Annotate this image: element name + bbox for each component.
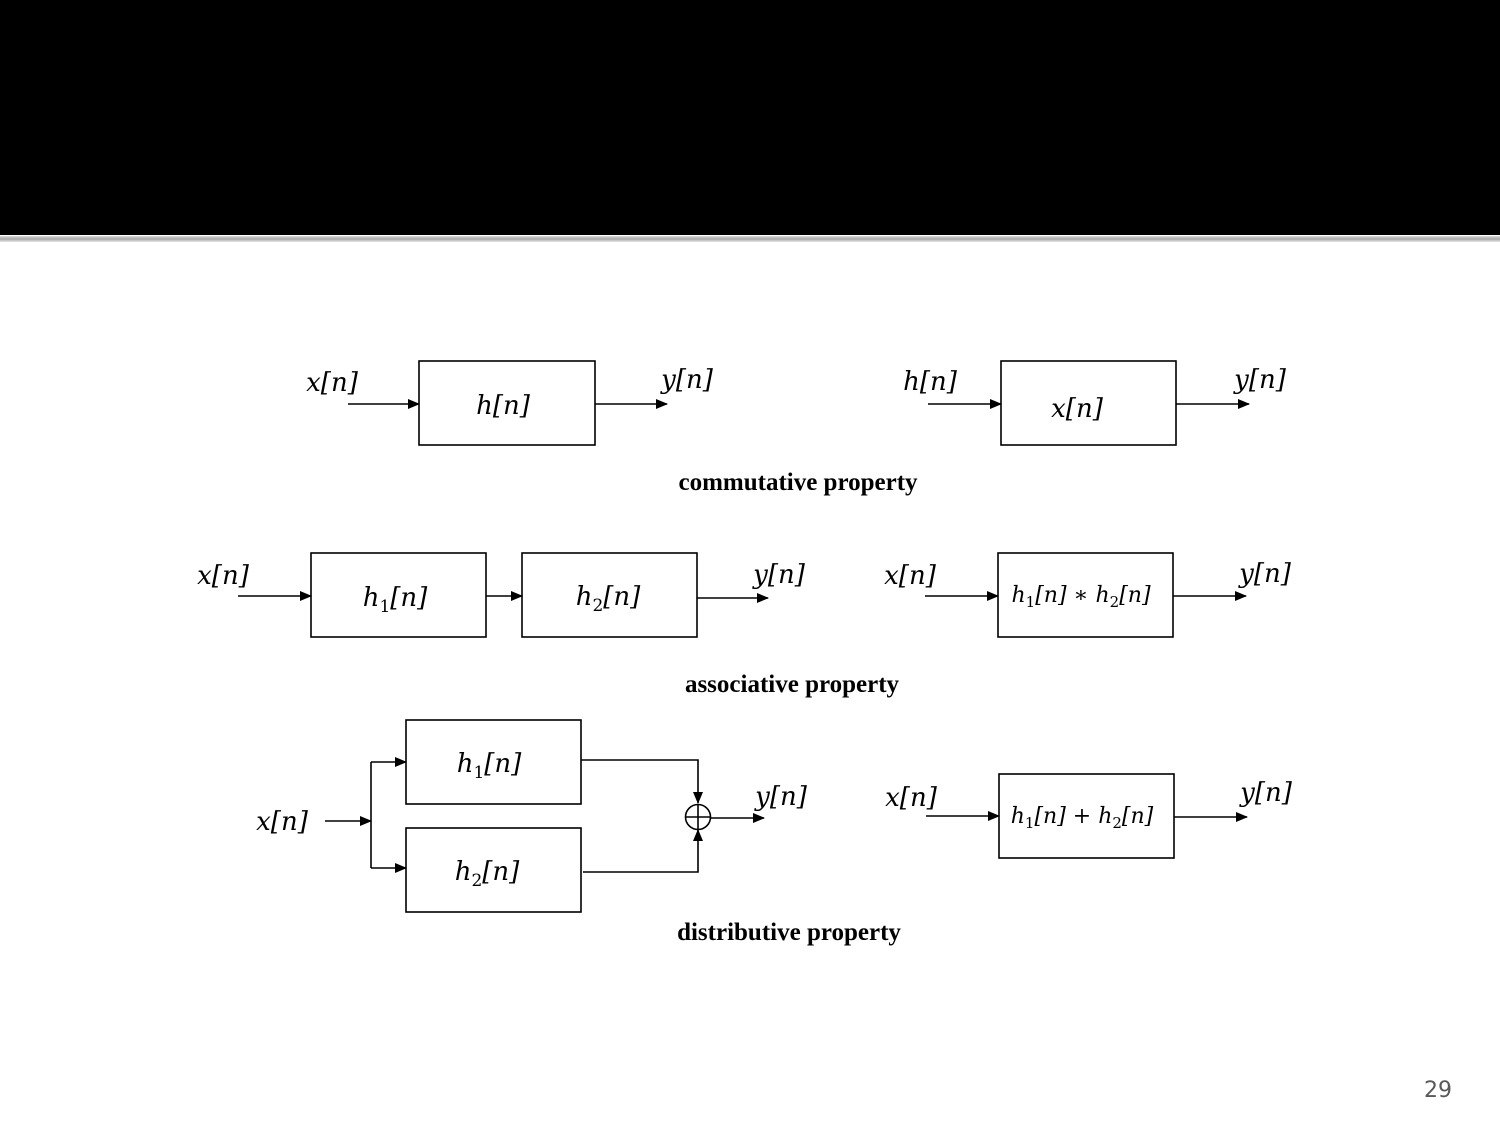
dist-right-input-label: x[n]	[885, 783, 938, 813]
dist-left-system-2-label: h2[n]	[455, 857, 520, 891]
comm-left-output-label: y[n]	[660, 365, 714, 395]
assoc-right-system-label: h1[n] ∗ h2[n]	[1011, 583, 1150, 611]
comm-right-output-label: y[n]	[1233, 365, 1287, 395]
title-divider	[0, 236, 1500, 242]
dist-right-output-label: y[n]	[1239, 778, 1293, 808]
dist-left-branch-2-to-sum	[583, 829, 703, 873]
title-bar	[0, 0, 1500, 235]
slide-number: 29	[1424, 1078, 1452, 1103]
assoc-left-input-label: x[n]	[197, 561, 250, 591]
comm-right-system-label: x[n]	[1051, 394, 1104, 424]
dist-left-output-label: y[n]	[754, 782, 808, 812]
assoc-right-output-label: y[n]	[1238, 559, 1292, 589]
dist-left-branch-1-to-sum	[581, 759, 703, 804]
comm-left-input-label: x[n]	[306, 368, 359, 398]
assoc-left-output-label: y[n]	[752, 560, 806, 590]
dist-left-input-label: x[n]	[256, 807, 309, 837]
assoc-left-system-1-label: h1[n]	[363, 583, 428, 617]
commutative-caption: commutative property	[678, 469, 918, 496]
comm-right-input-label: h[n]	[903, 367, 958, 397]
assoc-right-input-label: x[n]	[884, 561, 937, 591]
associative-caption: associative property	[685, 671, 900, 698]
dist-right-system-label: h1[n] + h2[n]	[1011, 804, 1154, 832]
dist-left-system-1-label: h1[n]	[457, 749, 522, 783]
assoc-left-system-2-label: h2[n]	[576, 582, 641, 616]
distributive-caption: distributive property	[677, 919, 901, 946]
comm-left-system-label: h[n]	[476, 391, 531, 421]
